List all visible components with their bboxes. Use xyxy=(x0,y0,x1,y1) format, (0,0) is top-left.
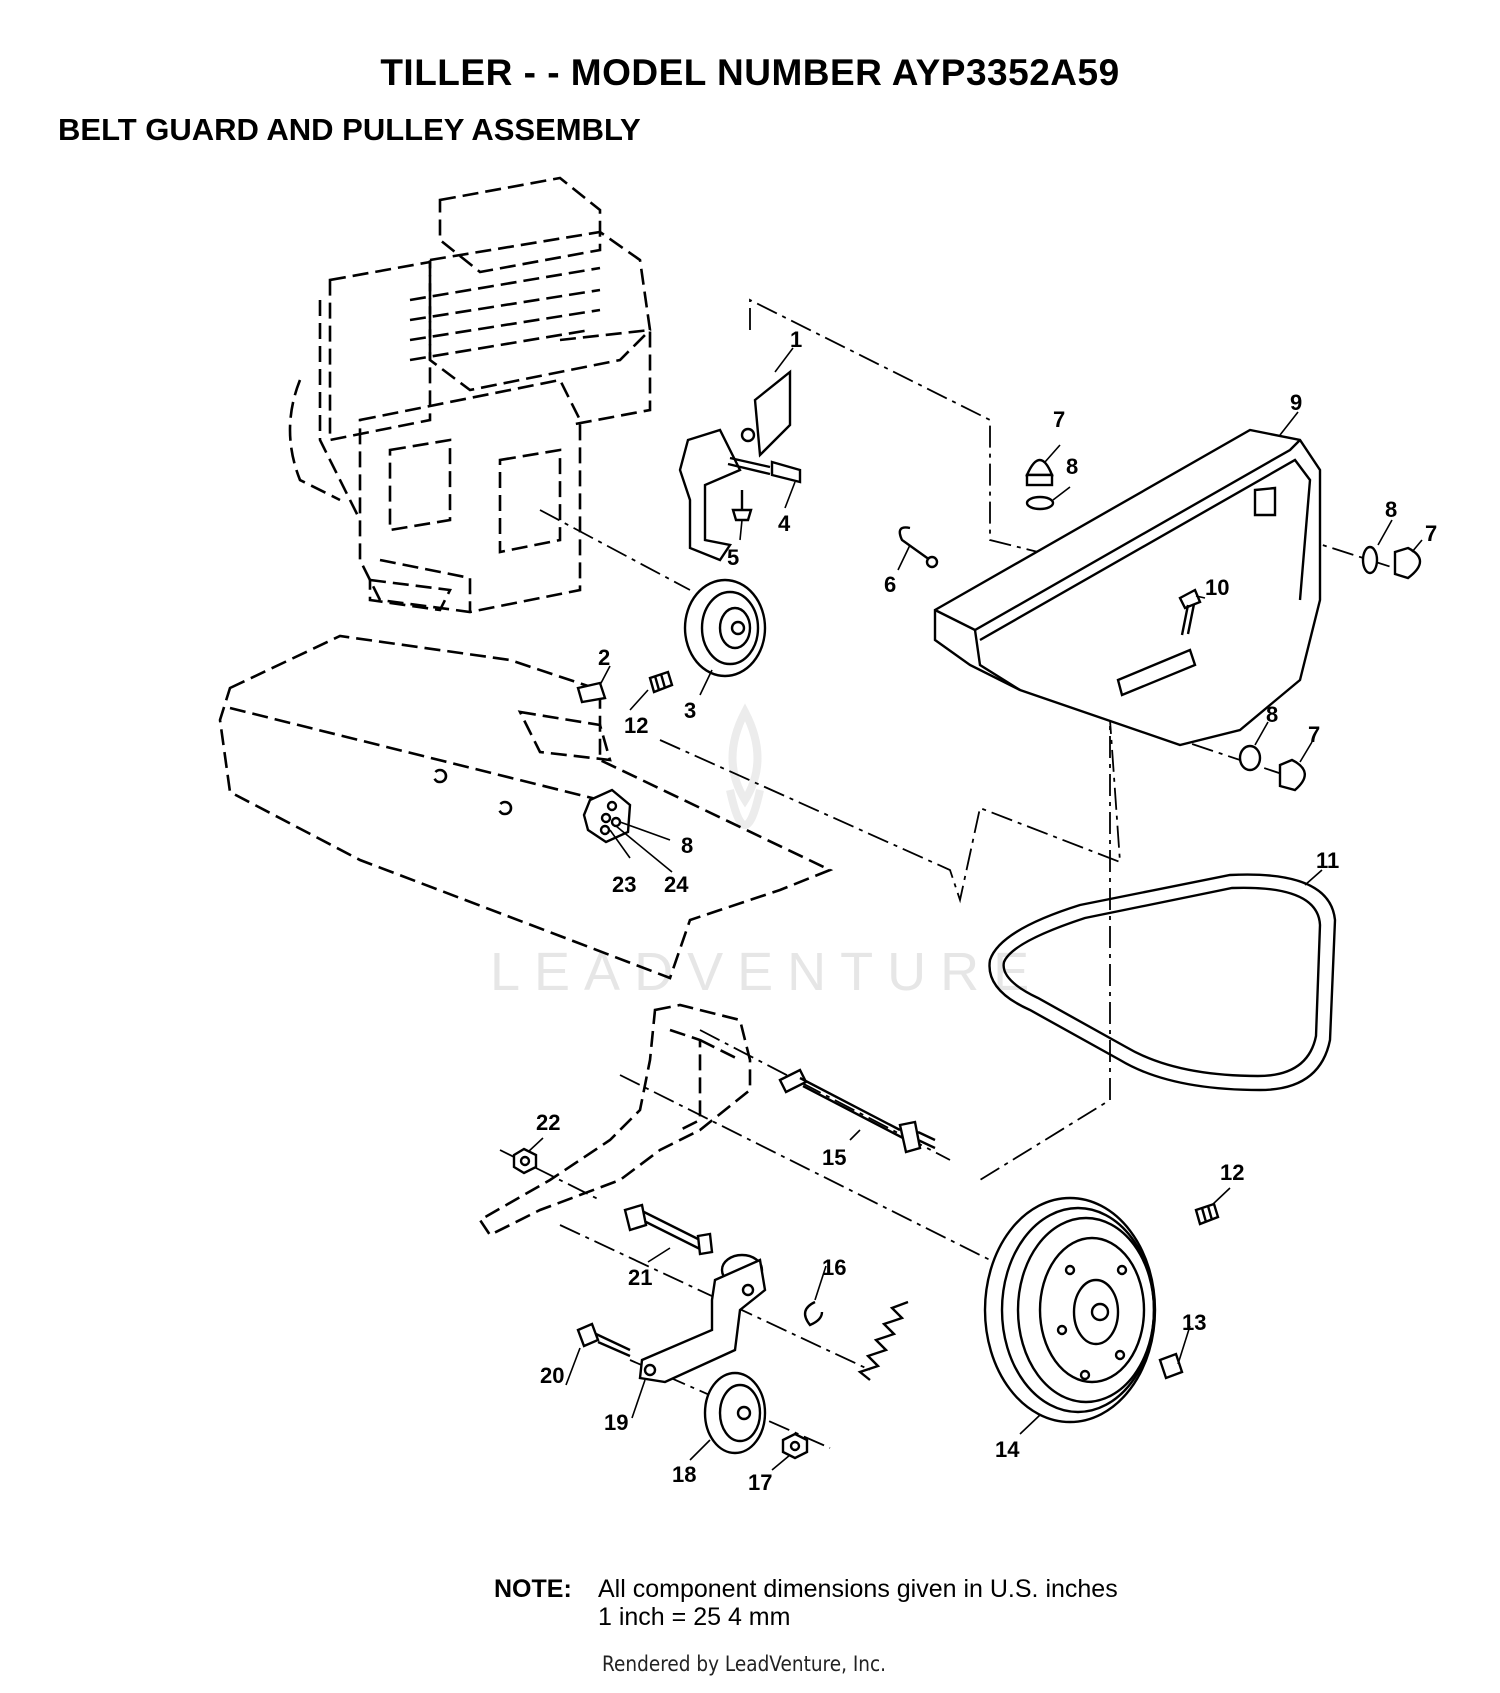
note-block: NOTE: All component dimensions given in U… xyxy=(494,1575,1118,1631)
callout-11: 11 xyxy=(1316,848,1339,873)
callout-12-lower: 12 xyxy=(1220,1160,1244,1185)
part-5-screw xyxy=(731,490,753,522)
callout-18: 18 xyxy=(672,1462,696,1487)
callout-20: 20 xyxy=(540,1363,564,1388)
part-17-nut xyxy=(781,1432,809,1460)
part-8-washer-right xyxy=(1361,545,1379,575)
note-line-1: All component dimensions given in U.S. i… xyxy=(598,1575,1118,1603)
part-11-belt xyxy=(988,873,1337,1092)
part-12-setscrew-upper xyxy=(648,670,674,694)
part-15-axle xyxy=(778,1068,936,1154)
part-2-clip xyxy=(576,681,607,704)
part-9-belt-guard xyxy=(933,428,1322,747)
callout-1: 1 xyxy=(790,327,802,352)
part-22-nut xyxy=(512,1147,538,1175)
callout-7-right: 7 xyxy=(1425,521,1437,546)
callout-14: 14 xyxy=(995,1437,1020,1462)
centerline-lower-bracket xyxy=(619,1074,1011,1271)
part-16-e-ring xyxy=(803,1300,824,1327)
part-3-engine-pulley xyxy=(683,578,767,678)
part-19-idler-arm xyxy=(638,1253,767,1384)
part-7-cap-lower xyxy=(1278,758,1306,792)
part-7-cap-right xyxy=(1393,546,1422,580)
part-12-setscrew-lower xyxy=(1194,1202,1220,1226)
callout-5: 5 xyxy=(727,545,739,570)
callout-15: 15 xyxy=(822,1145,846,1170)
part-10-bolt xyxy=(1178,588,1202,636)
callout-4: 4 xyxy=(778,511,791,536)
part-21-pin xyxy=(623,1203,714,1256)
callout-8-shield: 8 xyxy=(681,833,693,858)
callout-16: 16 xyxy=(822,1255,846,1280)
part-1-bracket xyxy=(678,369,792,562)
section-title: BELT GUARD AND PULLEY ASSEMBLY xyxy=(58,112,641,147)
spring xyxy=(857,1300,909,1381)
centerline-belt-guard-drop xyxy=(979,660,1111,1181)
callout-22: 22 xyxy=(536,1110,560,1135)
centerline-bolt20 xyxy=(629,1359,831,1449)
centerline-cap xyxy=(1259,524,1411,574)
watermark: LEADVENTURE xyxy=(490,703,1043,1002)
note-text: All component dimensions given in U.S. i… xyxy=(598,1575,1118,1631)
callout-labels: 1 2 3 4 5 6 7 7 7 8 8 8 8 9 10 11 12 12 … xyxy=(536,327,1437,1495)
render-credit: Rendered by LeadVenture, Inc. xyxy=(602,1652,887,1676)
callout-9: 9 xyxy=(1290,390,1302,415)
centerline-bracket-to-guard xyxy=(749,298,1071,561)
lower-bracket-phantom xyxy=(478,1003,752,1237)
centerline-shield-step xyxy=(659,719,1121,904)
centerline-engine-pulley xyxy=(539,509,691,591)
part-18-idler-pulley xyxy=(703,1371,767,1455)
callout-21: 21 xyxy=(628,1265,652,1290)
callout-24: 24 xyxy=(664,872,689,897)
note-label: NOTE: xyxy=(494,1575,572,1603)
callout-7-top: 7 xyxy=(1053,407,1065,432)
part-13-key xyxy=(1158,1352,1184,1380)
note-line-2: 1 inch = 25 4 mm xyxy=(598,1603,791,1631)
part-4-bolt xyxy=(727,456,802,484)
callout-19: 19 xyxy=(604,1410,628,1435)
callout-8-lower: 8 xyxy=(1266,702,1278,727)
callout-12-upper: 12 xyxy=(624,713,648,738)
part-8-washer-top xyxy=(1025,495,1055,511)
page-title: TILLER - - MODEL NUMBER AYP3352A59 xyxy=(380,52,1120,93)
callout-6: 6 xyxy=(884,572,896,597)
engine-phantom xyxy=(288,176,652,614)
part-14-drive-pulley xyxy=(983,1196,1157,1424)
leader-lines xyxy=(527,347,1423,1471)
part-6-hook xyxy=(898,526,939,569)
watermark-text: LEADVENTURE xyxy=(490,942,1043,1002)
callout-2: 2 xyxy=(598,645,610,670)
callout-7-lower: 7 xyxy=(1308,722,1320,747)
callout-8-right: 8 xyxy=(1385,497,1397,522)
callout-13: 13 xyxy=(1182,1310,1206,1335)
part-7-cap-top xyxy=(1025,458,1054,487)
callout-8-top: 8 xyxy=(1066,454,1078,479)
callout-17: 17 xyxy=(748,1470,772,1495)
callout-10: 10 xyxy=(1205,575,1229,600)
part-8-washer-lower xyxy=(1238,744,1262,772)
tine-shield-phantom xyxy=(218,634,834,980)
part-20-bolt xyxy=(576,1322,631,1358)
callout-23: 23 xyxy=(612,872,636,897)
callout-3: 3 xyxy=(684,698,696,723)
